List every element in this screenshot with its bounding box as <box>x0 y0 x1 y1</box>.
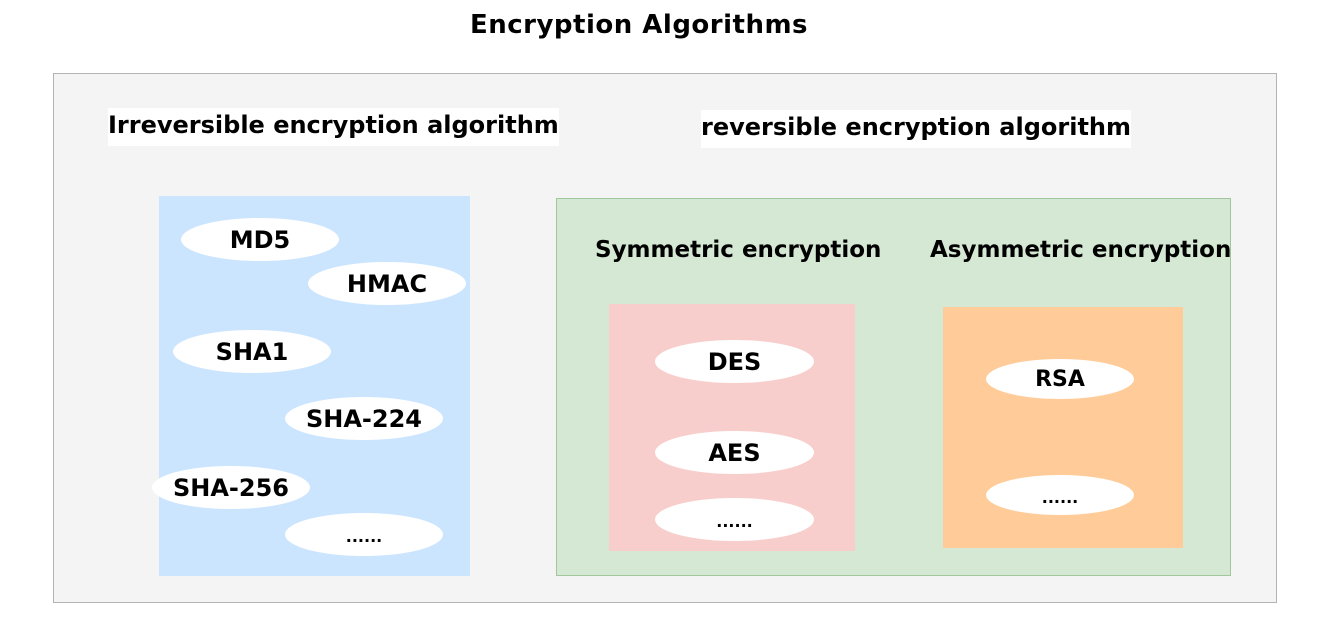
node-md5: MD5 <box>181 218 339 261</box>
irreversible-group <box>159 196 470 576</box>
node-more-asymmetric: ...... <box>986 475 1134 515</box>
reversible-heading: reversible encryption algorithm <box>701 110 1132 148</box>
node-hmac: HMAC <box>308 262 466 305</box>
asymmetric-heading: Asymmetric encryption <box>930 237 1232 263</box>
node-more-irreversible: ...... <box>285 513 443 556</box>
node-aes: AES <box>655 431 814 474</box>
node-rsa: RSA <box>986 359 1134 399</box>
node-sha-256: SHA-256 <box>152 466 310 509</box>
diagram-title: Encryption Algorithms <box>469 10 809 40</box>
irreversible-heading: Irreversible encryption algorithm <box>108 108 559 146</box>
node-more-symmetric: ...... <box>655 498 814 541</box>
node-sha1: SHA1 <box>173 330 331 373</box>
node-des: DES <box>655 340 814 383</box>
symmetric-heading: Symmetric encryption <box>595 237 882 263</box>
node-sha-224: SHA-224 <box>285 397 443 440</box>
